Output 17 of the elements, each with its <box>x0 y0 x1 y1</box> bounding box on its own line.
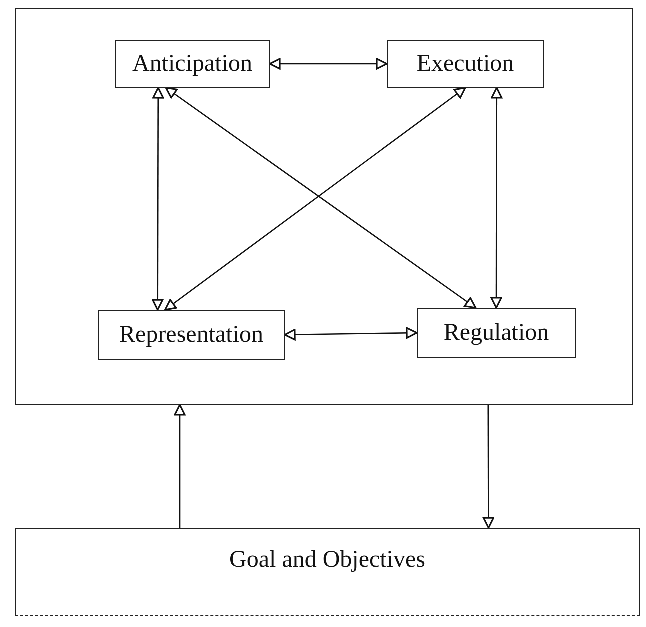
node-label: Execution <box>416 50 514 78</box>
process-box <box>98 310 285 360</box>
arrow <box>482 405 495 529</box>
arrow <box>174 404 186 528</box>
process-box <box>115 40 270 88</box>
arrow <box>269 58 388 70</box>
arrow <box>152 87 164 311</box>
node-label: Goal and Objectives <box>230 547 426 575</box>
node-label: Regulation <box>444 320 550 346</box>
outer-frame <box>15 8 633 405</box>
arrow <box>284 327 418 341</box>
process-box <box>417 308 576 358</box>
goal-box <box>15 528 640 616</box>
arrow <box>490 87 503 309</box>
node-label: Anticipation <box>132 50 252 78</box>
process-box <box>387 40 544 88</box>
node-label: Representation <box>120 322 264 348</box>
